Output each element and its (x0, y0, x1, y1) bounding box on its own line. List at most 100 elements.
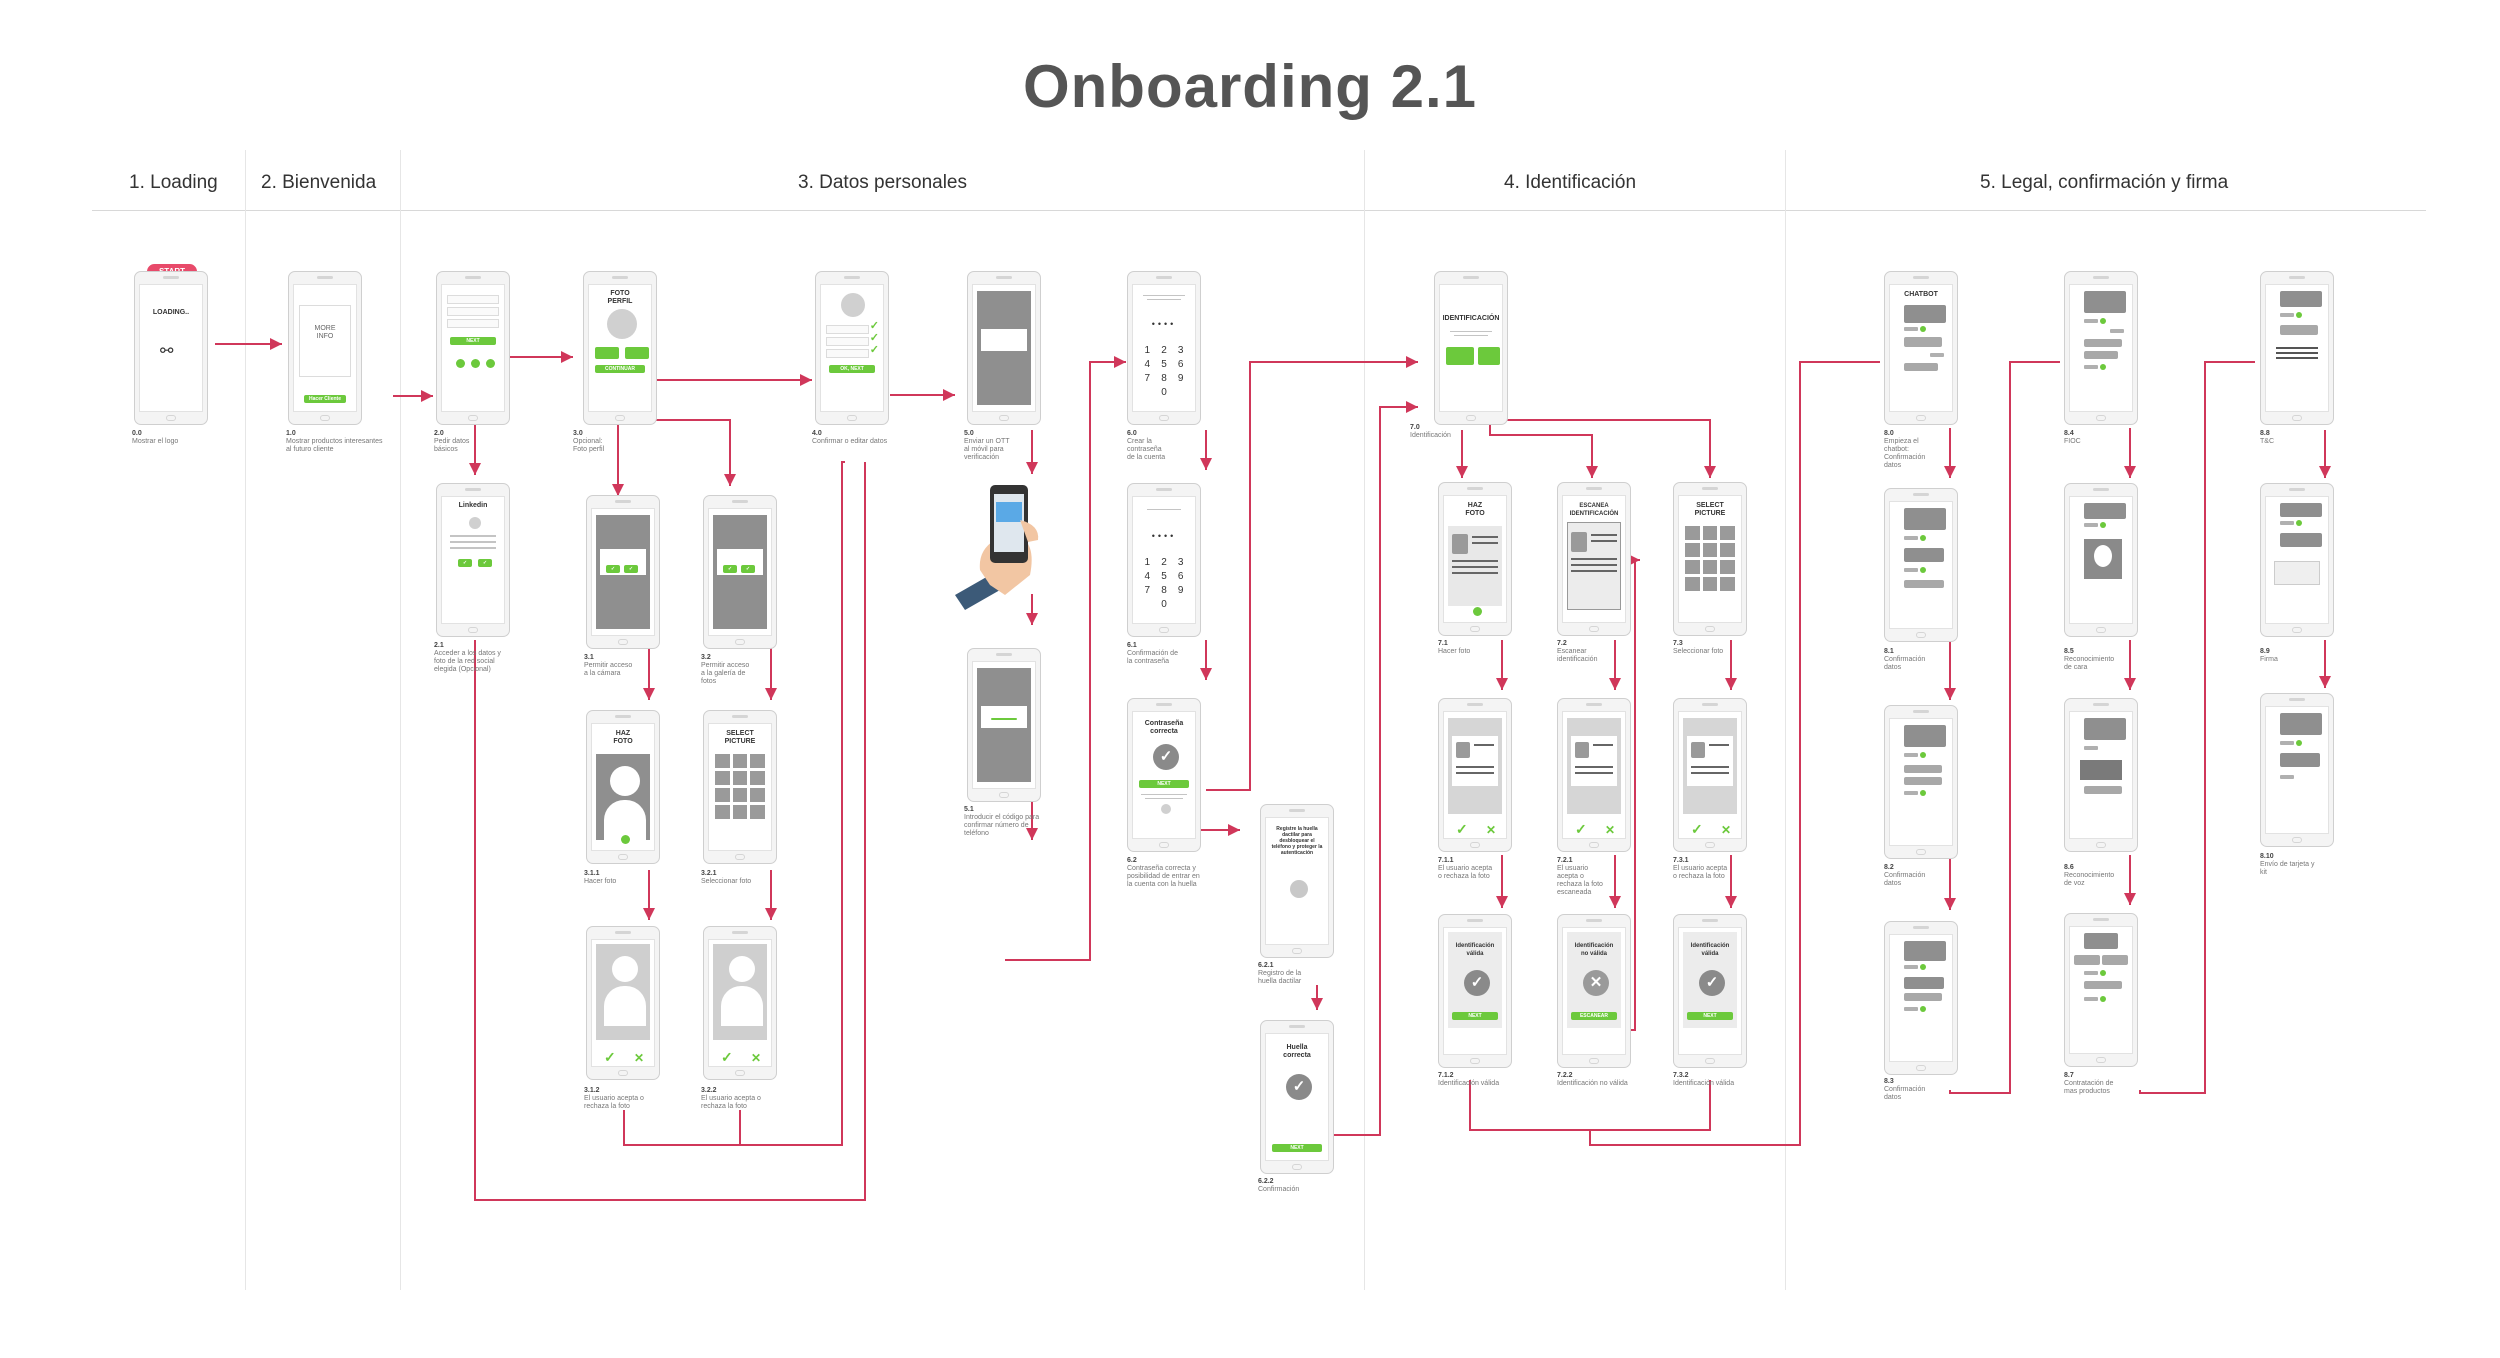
screen-3-1: ✓✓ (586, 495, 660, 649)
screen-4-0: ✓ ✓ ✓ OK, NEXT (815, 271, 889, 425)
section-divider (92, 210, 2426, 211)
screen-8-5 (2064, 483, 2138, 637)
ok-next-button[interactable]: OK, NEXT (829, 365, 875, 373)
screen-7-2-2: Identificación no válida ✕ ESCANEAR (1557, 914, 1631, 1068)
column-divider (1785, 150, 1786, 1290)
screen-7-0: IDENTIFICACIÓN (1434, 271, 1508, 425)
connector (474, 462, 866, 1201)
screen-2-0: NEXT (436, 271, 510, 425)
connector (1949, 361, 2060, 1094)
screen-title: HAZ FOTO (613, 730, 633, 745)
signature-pad[interactable] (2274, 561, 2320, 585)
arrow (1005, 356, 1126, 961)
screen-2-1: Linkedin ✓ ✓ (436, 483, 510, 637)
column-divider (400, 150, 401, 1290)
screen-title: Identificación válida (1690, 943, 1730, 957)
screen-8-9 (2260, 483, 2334, 637)
section-label-legal: 5. Legal, confirmación y firma (1980, 172, 2229, 193)
screen-title: SELECT PICTURE (1694, 502, 1726, 517)
hacer-cliente-button[interactable]: Hacer Cliente (304, 395, 346, 403)
next-button[interactable]: NEXT (1139, 780, 1189, 788)
screen-1-0: MORE INFO Hacer Cliente (288, 271, 362, 425)
section-label-datos-personales: 3. Datos personales (798, 172, 967, 193)
screen-3-2-2: ✓✕ (703, 926, 777, 1080)
screen-title: Registre la huella dactilar para desbloq… (1271, 826, 1323, 856)
screen-0-0: LOADING.. ⚯ (134, 271, 208, 425)
screen-6-2: Contraseña correcta ✓ NEXT (1127, 698, 1201, 852)
escanear-button[interactable]: ESCANEAR (1571, 1012, 1617, 1020)
screen-title: Huella correcta (1283, 1044, 1311, 1059)
arrow (1488, 419, 1716, 478)
screen-8-8 (2260, 271, 2334, 425)
screen-title: HAZ FOTO (1465, 502, 1485, 517)
screen-7-2: ESCANEA IDENTIFICACIÓN (1557, 482, 1631, 636)
screen-8-1 (1884, 488, 1958, 642)
screen-7-3-2: Identificación válida ✓ NEXT (1673, 914, 1747, 1068)
screen-title: FOTO PERFIL (607, 290, 633, 305)
screen-8-0: CHATBOT (1884, 271, 1958, 425)
screen-title: CHATBOT (1904, 291, 1938, 298)
screen-8-7 (2064, 913, 2138, 1067)
screen-7-1: HAZ FOTO (1438, 482, 1512, 636)
screen-title: ESCANEA IDENTIFICACIÓN (1569, 503, 1619, 517)
screen-7-2-1: ✓✕ (1557, 698, 1631, 852)
page-title: Onboarding 2.1 (1022, 53, 1478, 120)
screen-title: LOADING.. (152, 309, 190, 316)
screen-6-2-1: Registre la huella dactilar para desbloq… (1260, 804, 1334, 958)
screen-5-1 (967, 648, 1041, 802)
screen-8-6 (2064, 698, 2138, 852)
next-button[interactable]: NEXT (1687, 1012, 1733, 1020)
arrow (1317, 401, 1418, 1136)
screen-title: MORE INFO (314, 325, 336, 340)
screen-title: SELECT PICTURE (724, 730, 756, 745)
screen-title: Contraseña correcta (1144, 720, 1184, 735)
screen-6-2-2: Huella correcta ✓ NEXT (1260, 1020, 1334, 1174)
screen-title: Linkedin (458, 502, 488, 509)
screen-3-2: ✓✓ (703, 495, 777, 649)
screen-8-10 (2260, 693, 2334, 847)
screen-3-2-1: SELECT PICTURE (703, 710, 777, 864)
next-button[interactable]: NEXT (1272, 1144, 1322, 1152)
fingerprint-icon (1290, 880, 1308, 898)
continuar-button[interactable]: CONTINUAR (595, 365, 645, 373)
screen-3-1-2: ✓✕ (586, 926, 660, 1080)
screen-7-3: SELECT PICTURE (1673, 482, 1747, 636)
screen-title: Identificación no válida (1574, 943, 1614, 957)
screen-3-0: FOTO PERFIL CONTINUAR (583, 271, 657, 425)
next-button[interactable]: NEXT (1452, 1012, 1498, 1020)
column-divider (1364, 150, 1365, 1290)
next-button[interactable]: NEXT (450, 337, 496, 345)
screen-title: Identificación válida (1455, 943, 1495, 957)
connector (2139, 361, 2255, 1094)
column-divider (245, 150, 246, 1290)
